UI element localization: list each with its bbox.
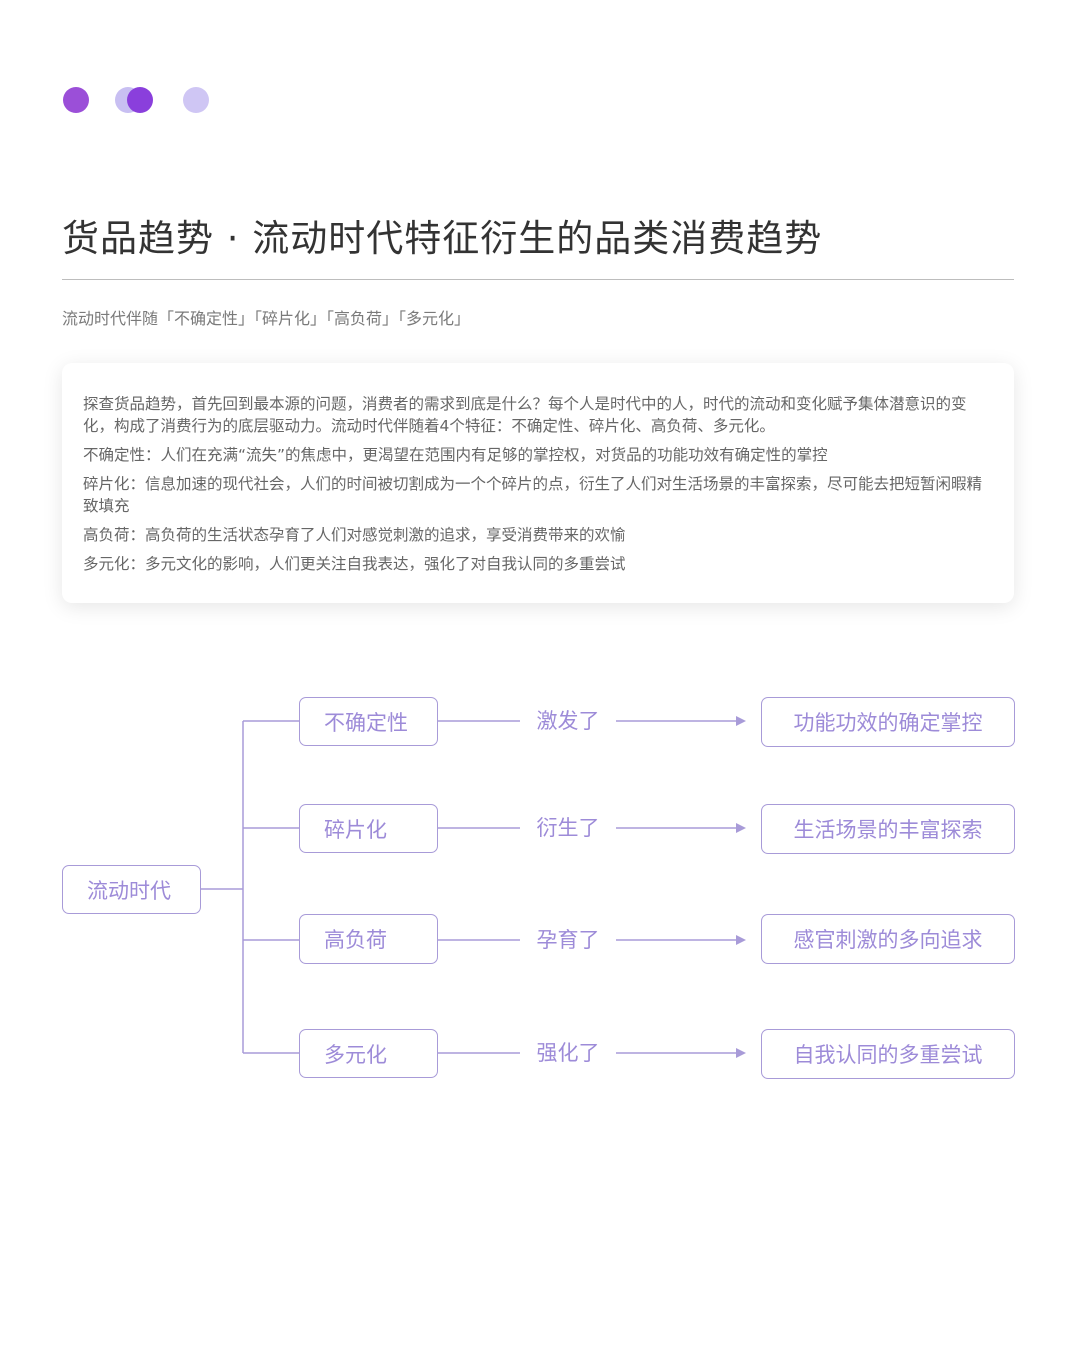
page-subtitle: 流动时代伴随「不确定性」「碎片化」「高负荷」「多元化」 [62,309,471,328]
root-node-label: 流动时代 [87,878,171,903]
feature-node-uncertainty: 不确定性 [299,697,438,746]
feature-node-high-load: 高负荷 [299,914,438,964]
feature-label: 不确定性 [324,710,408,735]
result-node-2: 生活场景的丰富探索 [761,804,1015,854]
card-paragraph-high-load: 高负荷：高负荷的生活状态孕育了人们对感觉刺激的追求，享受消费带来的欢愉 [83,526,626,544]
result-label: 功能功效的确定掌控 [793,711,983,735]
verb-label-3: 孕育了 [520,925,616,955]
decorative-dot-3 [183,87,209,113]
decorative-dot-1 [63,87,89,113]
result-label: 生活场景的丰富探索 [793,818,983,842]
card-paragraph-uncertainty: 不确定性：人们在充满“流失”的焦虑中，更渴望在范围内有足够的掌控权，对货品的功能… [83,446,828,464]
feature-node-fragmentation: 碎片化 [299,804,438,853]
result-node-4: 自我认同的多重尝试 [761,1029,1015,1079]
root-node: 流动时代 [62,865,201,914]
description-card: 探查货品趋势，首先回到最本源的问题，消费者的需求到底是什么？每个人是时代中的人，… [62,363,1014,603]
title-divider [62,279,1014,280]
result-node-1: 功能功效的确定掌控 [761,697,1015,747]
verb-label-1: 激发了 [520,706,616,736]
feature-label: 高负荷 [324,928,387,952]
decorative-dot-2-front [127,87,153,113]
result-label: 感官刺激的多向追求 [793,928,983,952]
card-paragraph-intro: 探查货品趋势，首先回到最本源的问题，消费者的需求到底是什么？每个人是时代中的人，… [83,395,967,435]
verb-label-2: 衍生了 [520,813,616,843]
page-title: 货品趋势 · 流动时代特征衍生的品类消费趋势 [62,217,823,260]
result-label: 自我认同的多重尝试 [793,1043,983,1067]
verb-label-4: 强化了 [520,1038,616,1068]
feature-node-diversity: 多元化 [299,1029,438,1078]
feature-label: 多元化 [324,1042,387,1067]
result-node-3: 感官刺激的多向追求 [761,914,1015,964]
card-paragraph-fragmentation: 碎片化：信息加速的现代社会，人们的时间被切割成为一个个碎片的点，衍生了人们对生活… [83,475,983,515]
feature-label: 碎片化 [324,817,387,842]
card-paragraph-diversity: 多元化：多元文化的影响，人们更关注自我表达，强化了对自我认同的多重尝试 [83,555,626,573]
